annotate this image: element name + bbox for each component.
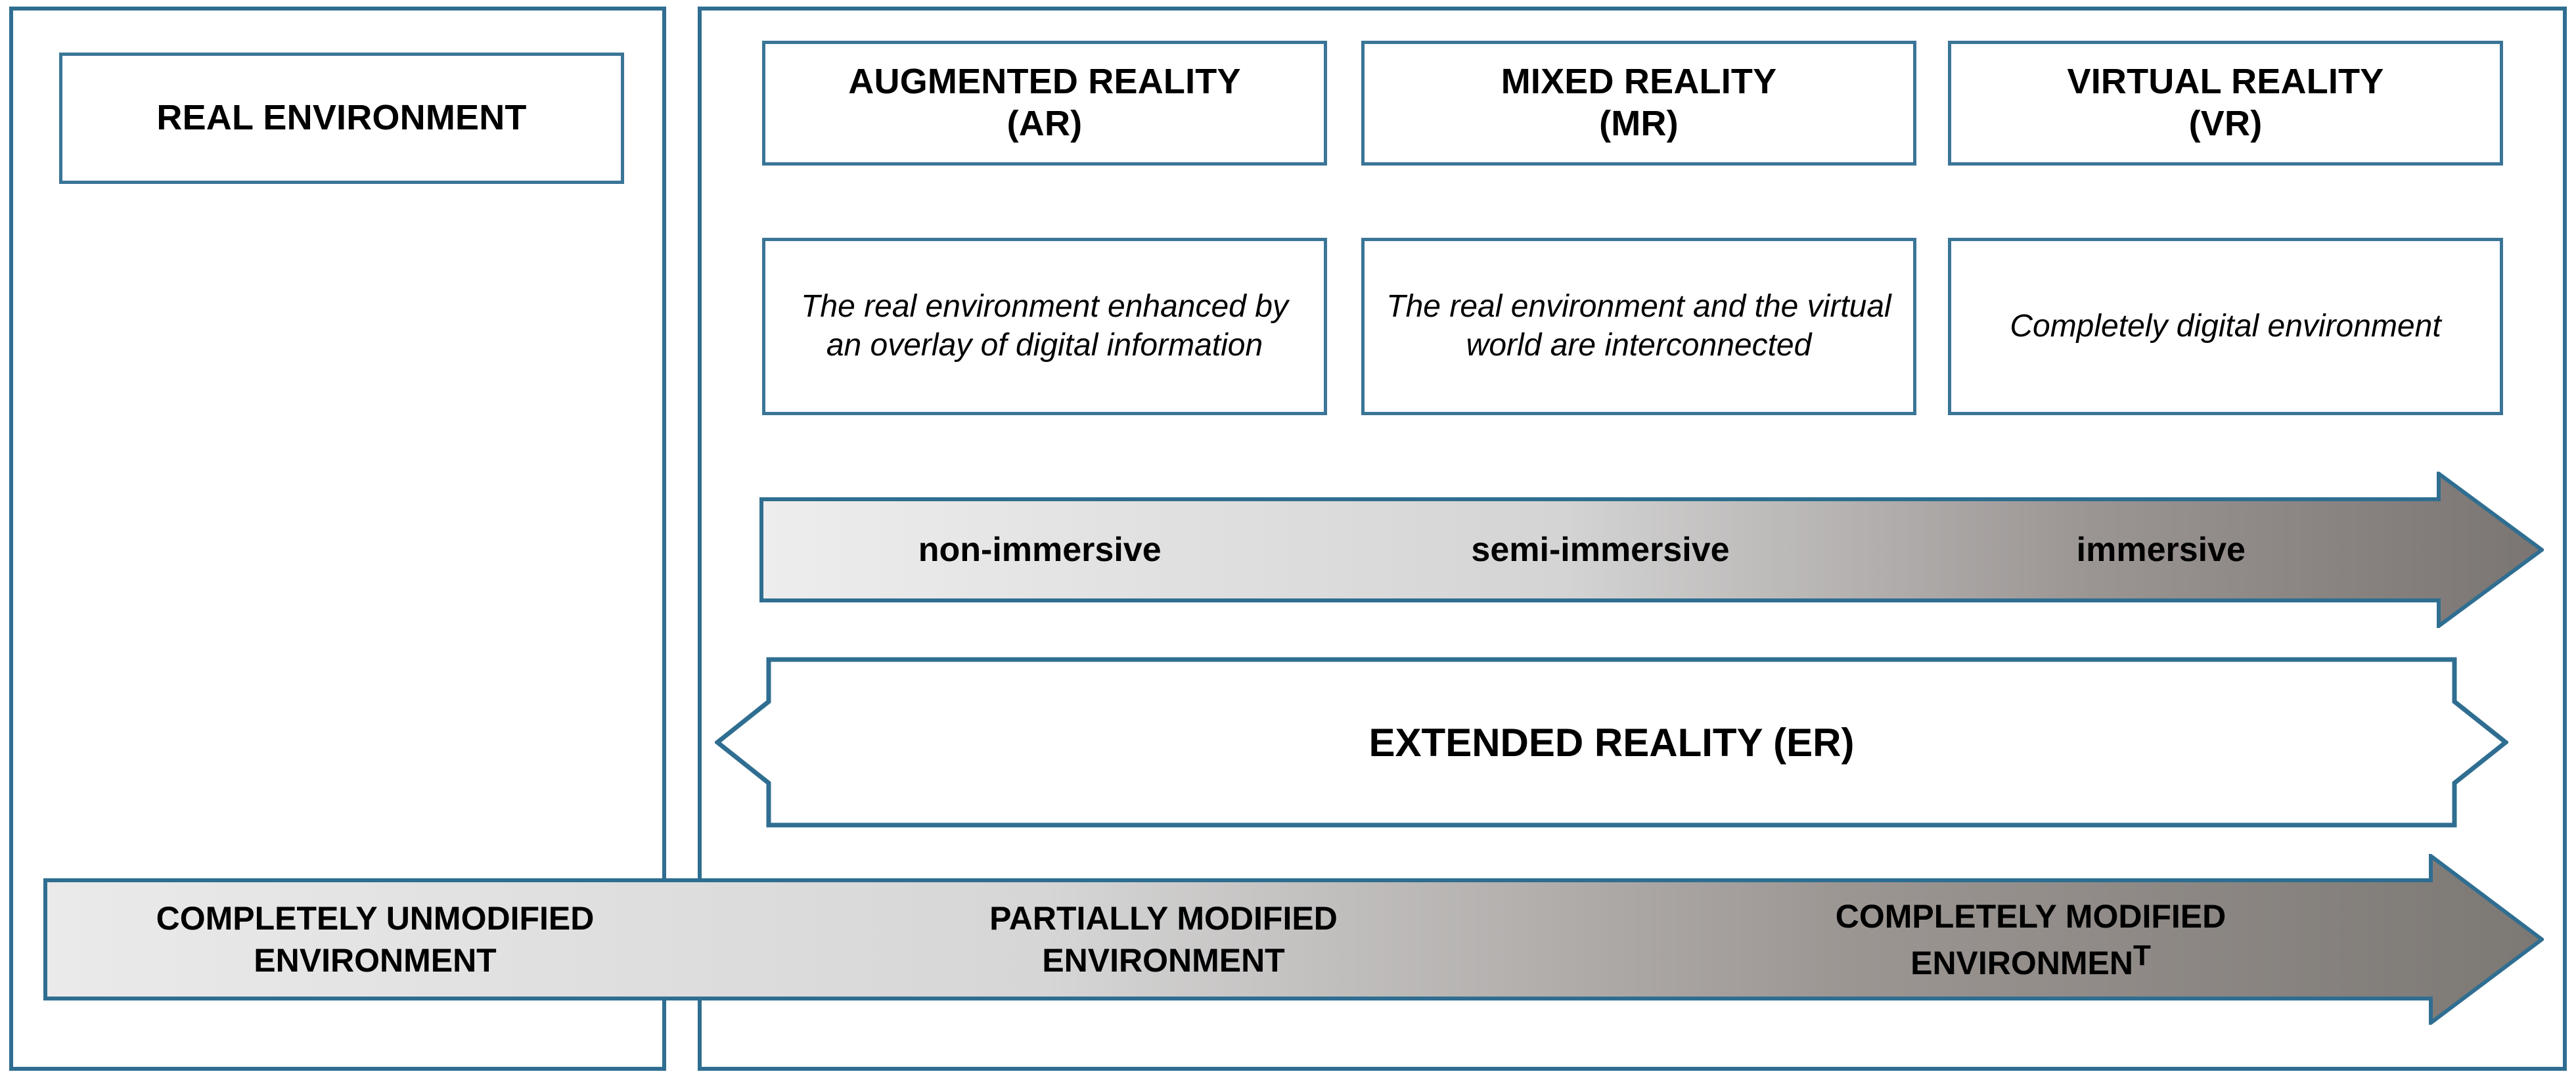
- augmented-reality-title-box: AUGMENTED REALITY(AR): [762, 41, 1327, 166]
- immersion-arrow-labels: non-immersive semi-immersive immersive: [759, 472, 2441, 628]
- immersion-arrow-shape: [759, 472, 2544, 628]
- extended-reality-arrow-path: [715, 657, 2508, 828]
- mixed-reality-description-box: The real environment and the virtual wor…: [1361, 238, 1916, 415]
- modification-label-partial-line1: PARTIALLY MODIFIED: [989, 900, 1338, 937]
- mixed-reality-title-box: MIXED REALITY(MR): [1361, 41, 1916, 166]
- virtual-reality-title-box: VIRTUAL REALITY(VR): [1948, 41, 2503, 166]
- modification-arrow-labels: COMPLETELY UNMODIFIED ENVIRONMENT PARTIA…: [43, 854, 2441, 1025]
- extended-reality-label: EXTENDED REALITY (ER): [1368, 720, 1855, 765]
- immersion-label-non-immersive: non-immersive: [918, 531, 1162, 569]
- modification-label-modified-line1: COMPLETELY MODIFIED: [1835, 897, 2226, 935]
- immersion-arrow-path: [759, 472, 2544, 628]
- mixed-reality-description: The real environment and the virtual wor…: [1386, 289, 1891, 363]
- modification-arrow-path: [43, 854, 2544, 1025]
- immersion-label-semi-immersive: semi-immersive: [1471, 531, 1730, 569]
- virtual-reality-title: VIRTUAL REALITY(VR): [2067, 61, 2384, 145]
- mixed-reality-title-line2: (MR): [1599, 104, 1679, 143]
- modification-label-completely-modified: COMPLETELY MODIFIED ENVIRONMENT: [1620, 895, 2441, 984]
- virtual-reality-title-line1: VIRTUAL REALITY: [2067, 62, 2384, 102]
- augmented-reality-title: AUGMENTED REALITY(AR): [848, 61, 1240, 145]
- immersion-label-immersive: immersive: [2076, 531, 2246, 569]
- modification-label-partially-modified: PARTIALLY MODIFIED ENVIRONMENT: [707, 897, 1620, 981]
- extended-reality-arrow-shape: [715, 657, 2508, 828]
- virtual-reality-description-box: Completely digital environment: [1948, 238, 2503, 415]
- mixed-reality-title-line1: MIXED REALITY: [1501, 62, 1777, 102]
- real-environment-box: REAL ENVIRONMENT: [59, 53, 624, 184]
- virtual-reality-title-line2: (VR): [2188, 104, 2263, 143]
- modification-label-modified-line2: ENVIRONMEN: [1910, 944, 2134, 981]
- augmented-reality-description-box: The real environment enhanced by an over…: [762, 238, 1327, 415]
- modification-gradient-arrow: COMPLETELY UNMODIFIED ENVIRONMENT PARTIA…: [43, 854, 2544, 1025]
- augmented-reality-title-line1: AUGMENTED REALITY: [848, 62, 1241, 102]
- mixed-reality-title: MIXED REALITY(MR): [1501, 61, 1777, 145]
- modification-label-completely-unmodified: COMPLETELY UNMODIFIED ENVIRONMENT: [43, 897, 707, 981]
- augmented-reality-title-line2: (AR): [1006, 104, 1083, 143]
- augmented-reality-description: The real environment enhanced by an over…: [801, 289, 1288, 363]
- modification-label-partial-line2: ENVIRONMENT: [1042, 942, 1285, 979]
- modification-label-unmodified-line1: COMPLETELY UNMODIFIED: [156, 900, 595, 937]
- virtual-reality-description: Completely digital environment: [2010, 308, 2441, 344]
- modification-label-modified-line2-tail: T: [2133, 939, 2151, 972]
- modification-arrow-shape: [43, 854, 2544, 1025]
- extended-reality-bar: EXTENDED REALITY (ER): [715, 657, 2508, 828]
- immersion-gradient-arrow: non-immersive semi-immersive immersive: [759, 472, 2544, 628]
- real-environment-label: REAL ENVIRONMENT: [156, 98, 527, 138]
- modification-label-unmodified-line2: ENVIRONMENT: [254, 942, 497, 979]
